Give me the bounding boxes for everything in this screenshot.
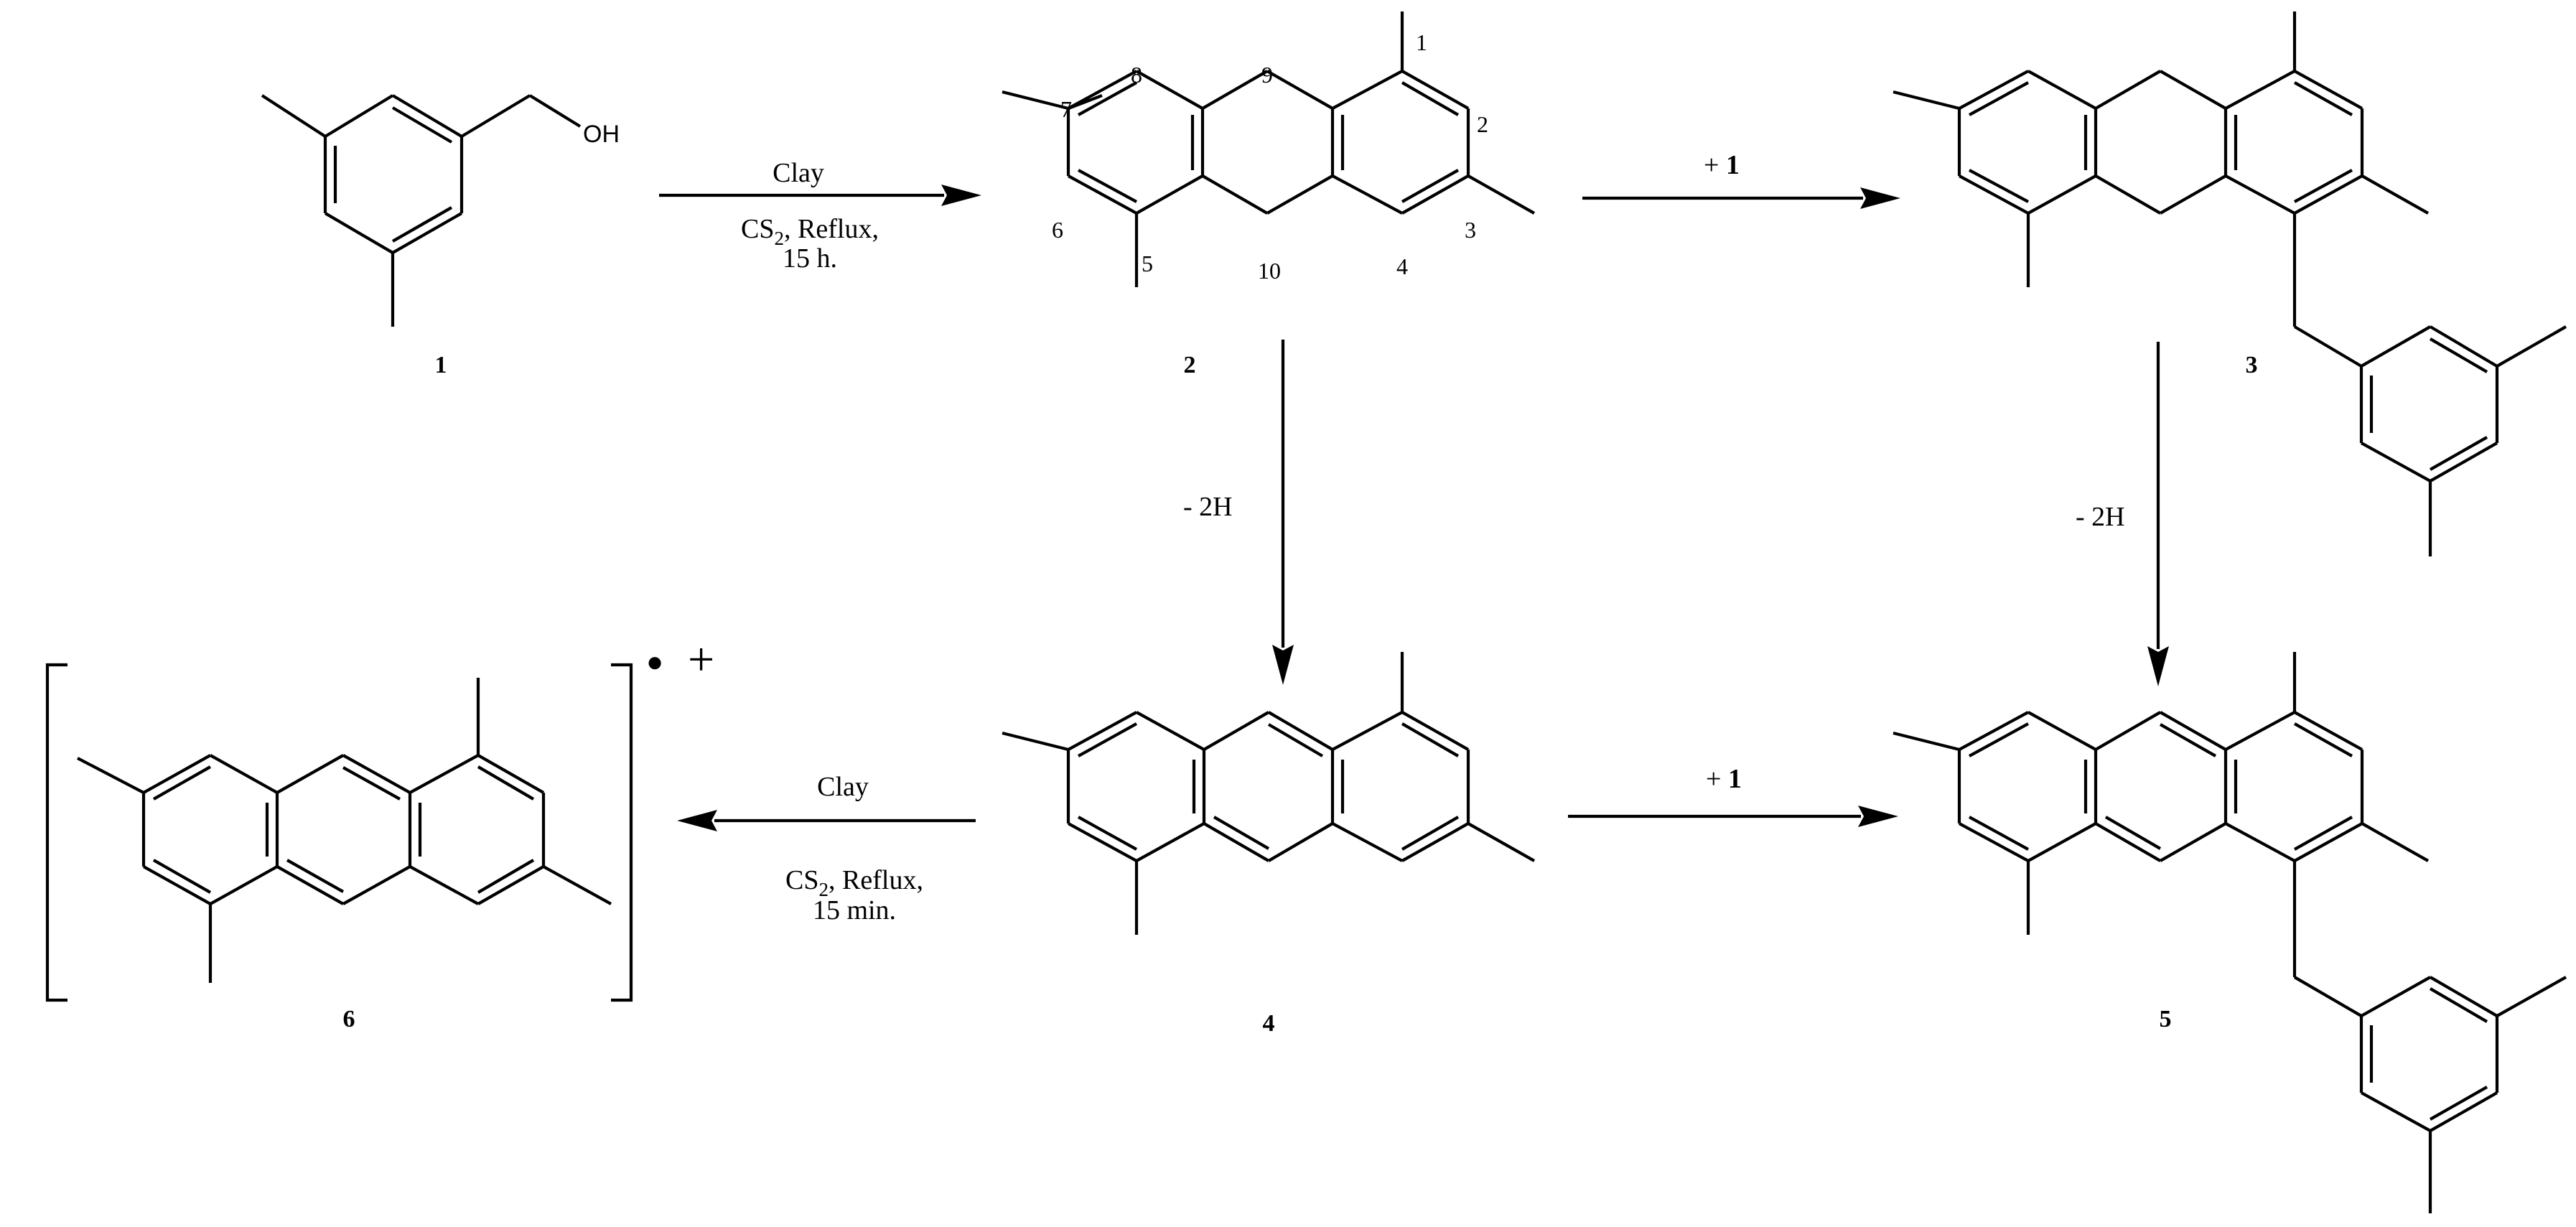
reaction-arrow-3-to-5 — [2147, 342, 2169, 686]
atom-number-2: 2 — [1477, 111, 1488, 137]
atom-number-1: 1 — [1416, 29, 1427, 55]
hydroxyl-label: OH — [583, 121, 620, 148]
reaction-1-conditions: CS2, Reflux, — [741, 214, 879, 249]
reaction-3-label: - 2H — [1183, 492, 1233, 522]
reaction-5-catalyst: Clay — [817, 772, 869, 802]
reaction-arrow-4-to-5 — [1568, 806, 1898, 827]
left-bracket — [45, 663, 67, 1002]
right-bracket — [611, 663, 633, 1002]
atom-number-10: 10 — [1258, 258, 1281, 284]
cation-plus: + — [688, 633, 714, 686]
reaction-5-time: 15 min. — [813, 895, 896, 925]
reaction-5-conditions: CS2, Reflux, — [785, 865, 923, 900]
compound-label-1: 1 — [435, 352, 447, 378]
reaction-arrow-2-to-4 — [1272, 340, 1294, 685]
atom-number-9: 9 — [1261, 62, 1273, 88]
compound-4-structure — [1002, 652, 1536, 935]
reaction-4-label: - 2H — [2076, 502, 2125, 532]
compound-5-structure — [1893, 652, 2567, 1213]
compound-label-2: 2 — [1184, 352, 1196, 378]
atom-number-7: 7 — [1060, 96, 1072, 122]
atom-number-5: 5 — [1142, 251, 1153, 276]
compound-3-structure — [1893, 11, 2567, 556]
compound-label-5: 5 — [2160, 1006, 2172, 1032]
atom-number-4: 4 — [1396, 253, 1408, 279]
compound-label-4: 4 — [1263, 1010, 1275, 1037]
reaction-arrow-2-to-3 — [1582, 187, 1900, 209]
brackets — [45, 663, 633, 1002]
atom-numbering: 1 2 3 4 5 6 7 8 9 10 — [1052, 29, 1488, 284]
reaction-6-reagent: + 1 — [1706, 764, 1742, 794]
reaction-1-catalyst: Clay — [773, 158, 824, 188]
atom-number-8: 8 — [1131, 62, 1142, 88]
radical-dot: ● — [646, 645, 663, 678]
compound-label-3: 3 — [2246, 352, 2258, 378]
reaction-1-time: 15 h. — [783, 243, 837, 274]
reaction-arrow-4-to-6 — [677, 810, 976, 831]
reaction-2-reagent: + 1 — [1704, 150, 1740, 180]
compound-6-structure — [77, 678, 612, 983]
atom-number-3: 3 — [1465, 217, 1476, 243]
compound-2-structure — [1002, 11, 1536, 287]
reaction-arrow-1-to-2 — [659, 185, 981, 206]
compound-label-6: 6 — [343, 1006, 355, 1032]
compound-1-structure: OH — [261, 94, 620, 327]
atom-number-6: 6 — [1052, 217, 1063, 243]
